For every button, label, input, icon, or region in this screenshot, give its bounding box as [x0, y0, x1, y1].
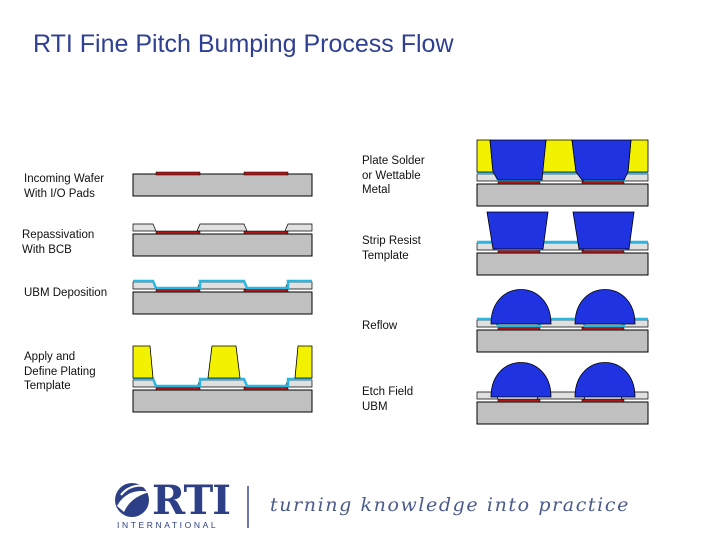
step-label-repassivation: Repassivation With BCB: [22, 229, 95, 256]
solder-column: [572, 211, 635, 250]
rti-logo-mark: [115, 483, 150, 517]
wafer-substrate: [476, 401, 649, 425]
wafer-substrate: [132, 389, 313, 413]
io-pad: [581, 180, 625, 185]
wafer-substrate: [132, 173, 313, 197]
bcb-layer: [196, 223, 248, 232]
ubm-film: [133, 279, 312, 290]
solder-deposit: [571, 139, 632, 181]
resist-template: [627, 139, 649, 173]
footer-divider: [247, 486, 249, 528]
bcb-layer: [284, 223, 313, 232]
io-pad: [155, 171, 201, 176]
solder-column: [486, 211, 549, 250]
step-label-plate-solder: Plate Solder or Wettable Metal: [362, 155, 425, 196]
step-label-ubm-deposition: UBM Deposition: [24, 287, 108, 299]
cross-section-ubm-deposition: [132, 279, 313, 315]
cross-section-reflow: [476, 289, 649, 353]
rti-logo-subtext: INTERNATIONAL: [117, 520, 219, 530]
bcb-layer: [132, 223, 157, 232]
io-pad: [155, 288, 201, 293]
footer-tagline: turning knowledge into practice: [270, 494, 630, 516]
step-label-reflow: Reflow: [362, 320, 398, 332]
resist-template: [207, 345, 241, 379]
rti-logo-text: RTI: [152, 477, 231, 524]
io-pad: [497, 398, 541, 403]
solder-bump: [574, 362, 636, 398]
cross-section-repassivation: [132, 223, 313, 257]
solder-deposit: [489, 139, 547, 181]
resist-template: [132, 345, 154, 379]
step-label-apply-template: Apply and Define Plating Template: [24, 351, 96, 392]
wafer-substrate: [132, 233, 313, 257]
resist-template: [294, 345, 313, 379]
solder-bump: [490, 362, 552, 398]
io-pad: [581, 249, 625, 254]
step-label-incoming-wafer: Incoming Wafer With I/O Pads: [24, 173, 105, 200]
solder-bump: [490, 289, 552, 325]
io-pad: [497, 180, 541, 185]
cross-section-incoming-wafer: [132, 171, 313, 197]
solder-bump: [574, 289, 636, 325]
io-pad: [581, 326, 625, 331]
page-title: RTI Fine Pitch Bumping Process Flow: [33, 30, 454, 58]
io-pad: [155, 230, 201, 235]
wafer-substrate: [132, 291, 313, 315]
bcb-layer: [196, 379, 248, 388]
io-pad: [497, 249, 541, 254]
wafer-substrate: [476, 329, 649, 353]
cross-section-strip-resist: [476, 211, 649, 276]
io-pad: [243, 171, 289, 176]
step-label-etch-ubm: Etch Field UBM: [362, 386, 414, 413]
cross-section-etch-ubm: [476, 362, 649, 425]
wafer-substrate: [476, 252, 649, 276]
io-pad: [497, 326, 541, 331]
resist-template: [541, 139, 577, 173]
io-pad: [243, 386, 289, 391]
wafer-substrate: [476, 183, 649, 207]
io-pad: [243, 230, 289, 235]
ubm-film: [133, 377, 312, 388]
cross-section-plate-solder: [476, 139, 649, 207]
step-label-strip-resist: Strip Resist Template: [362, 235, 421, 262]
io-pad: [581, 398, 625, 403]
io-pad: [243, 288, 289, 293]
bcb-layer: [196, 281, 248, 290]
cross-section-plating-template: [132, 345, 313, 413]
io-pad: [155, 386, 201, 391]
